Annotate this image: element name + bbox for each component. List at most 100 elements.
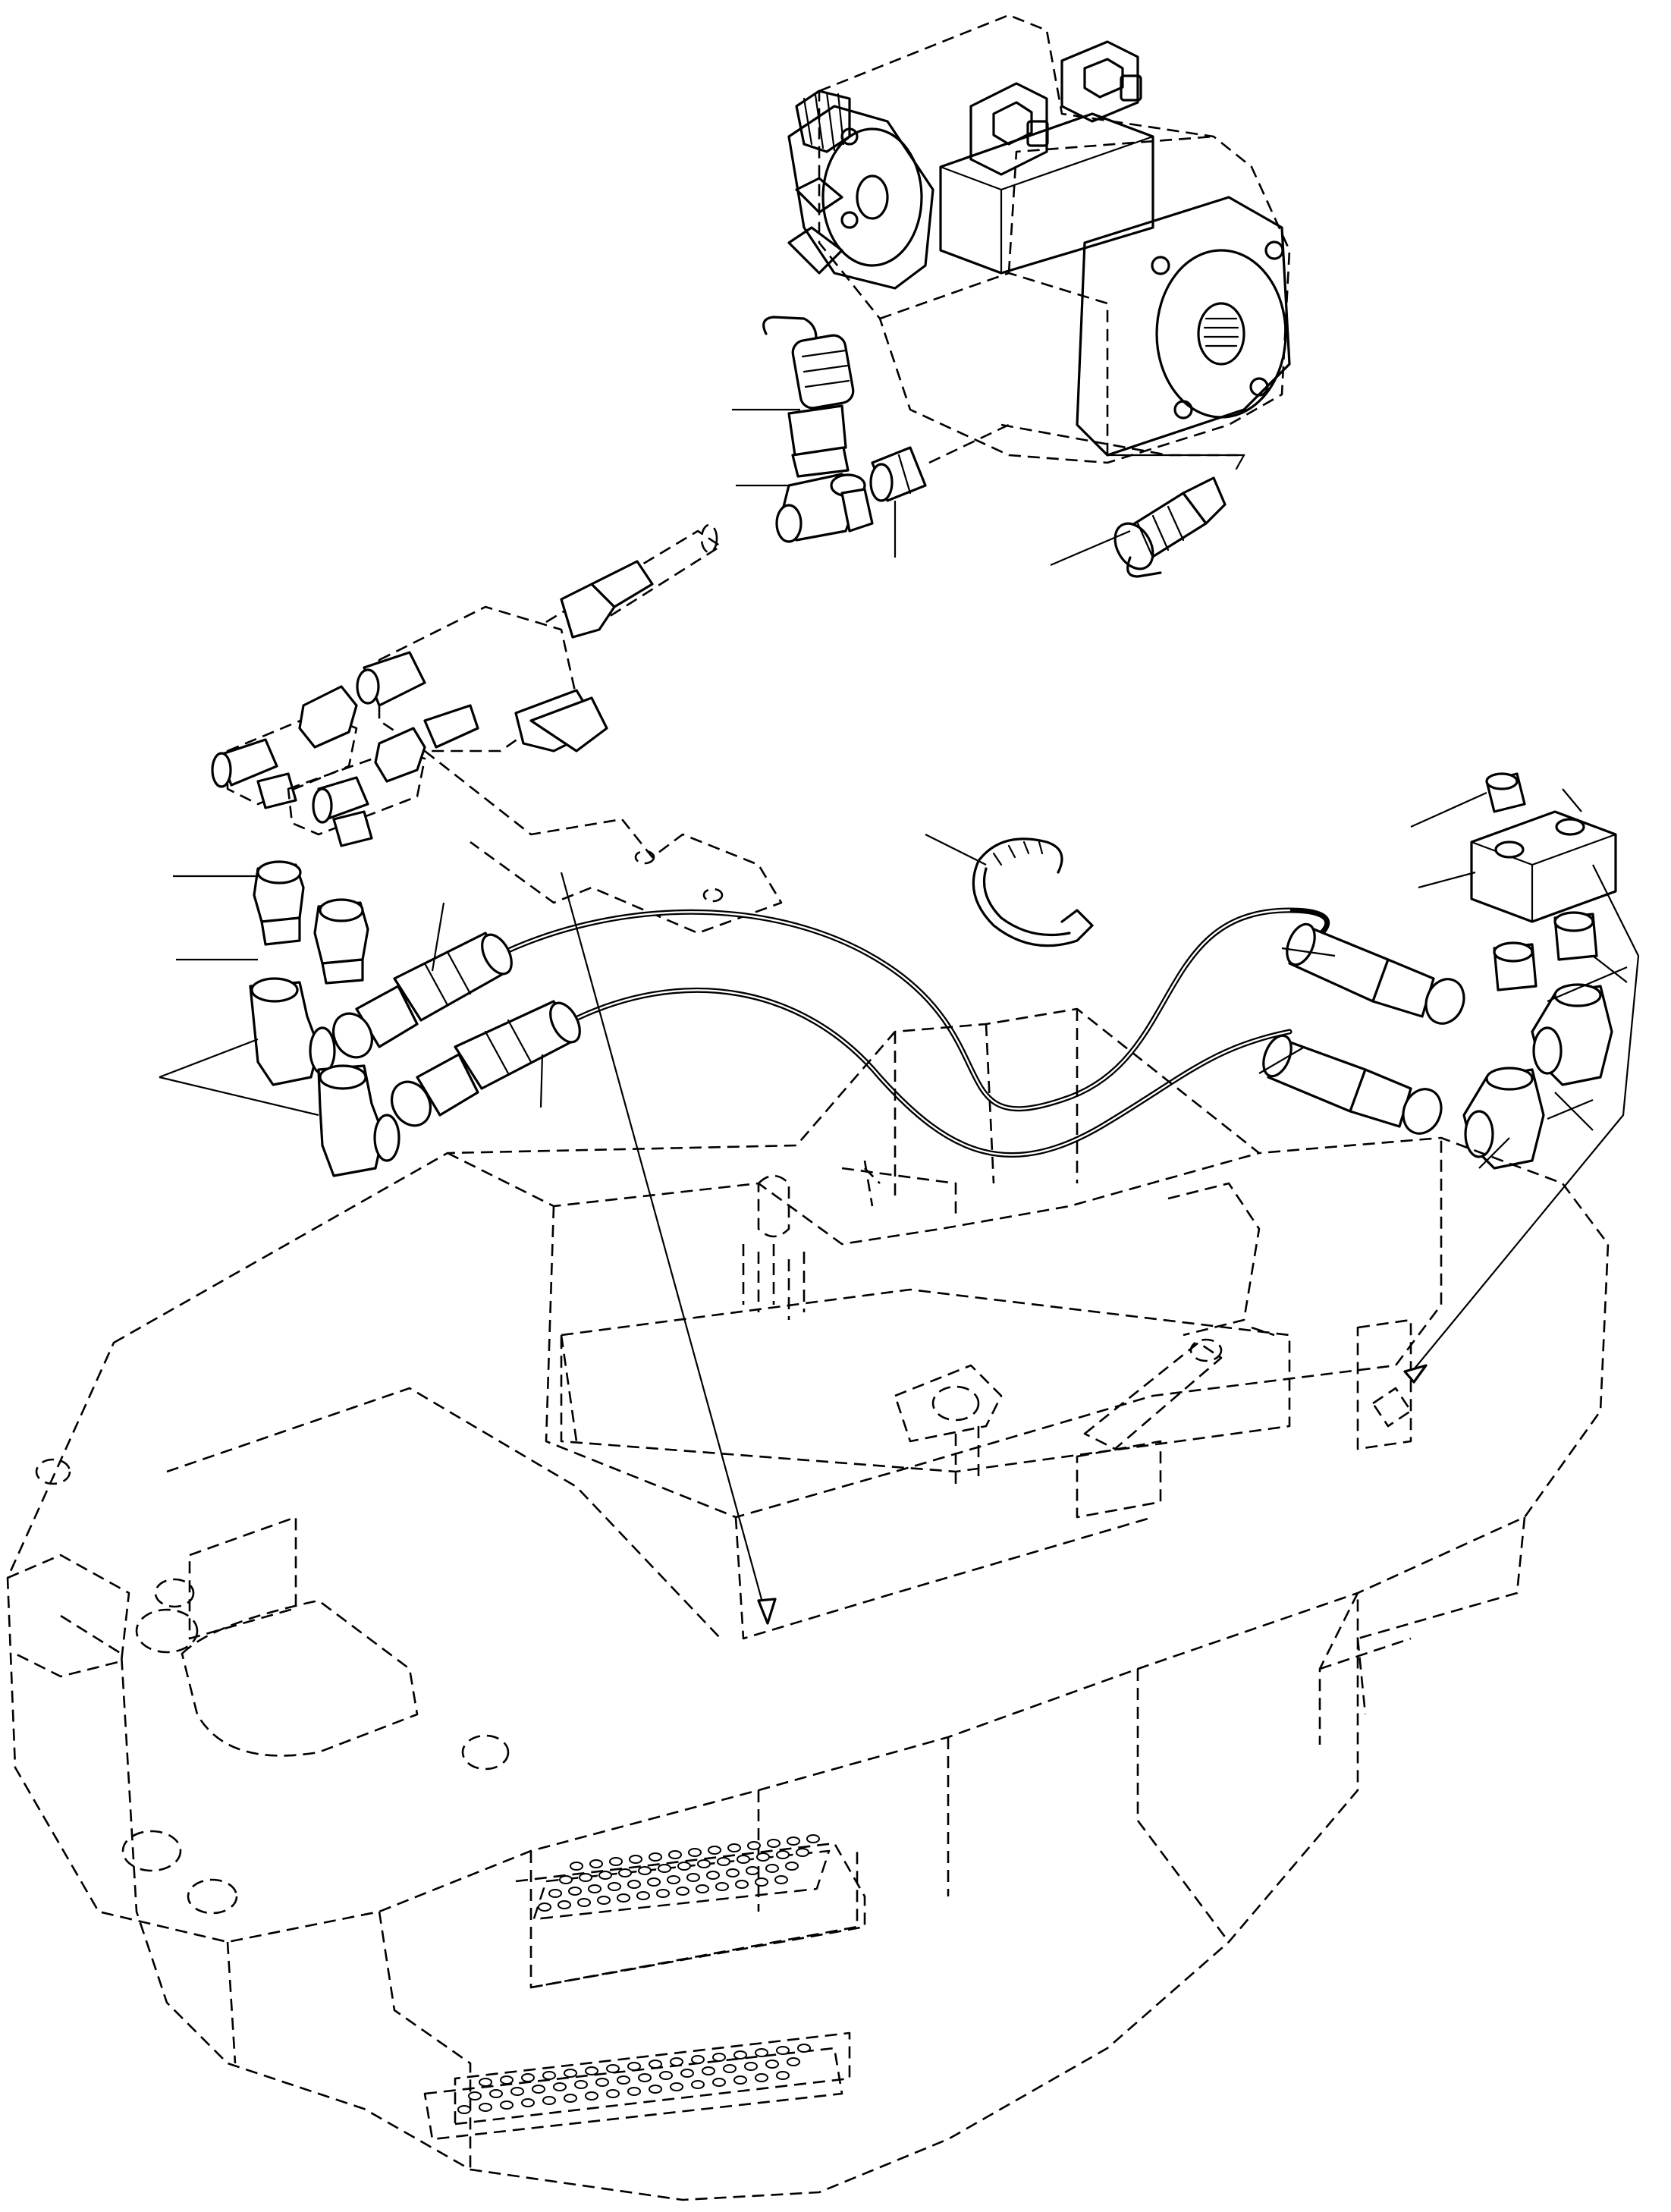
tread-dot [737,1855,750,1864]
tread-dot [500,2075,514,2085]
tread-dot [579,1873,592,1882]
tread-dot [717,1857,730,1866]
tread-dot [706,1871,720,1880]
tread-dot [691,2080,705,2089]
tread-dot [489,2089,503,2098]
tread-dot [727,1843,741,1852]
tread-dot [468,2091,482,2100]
tread-dot [785,1862,799,1871]
tread-dot [755,2073,768,2082]
tread-dot [479,2078,492,2087]
tread-dot [676,1887,689,1896]
tread-dot [658,1864,671,1873]
tread-dot [708,1846,721,1855]
tread-dot [570,1862,583,1871]
tread-dot [702,2066,715,2075]
tread-dot [538,1903,551,1912]
tread-dot [510,2087,524,2096]
tread-dot [726,1868,740,1877]
tread-dot [696,1884,709,1893]
tread-dot [677,1862,691,1871]
tread-dot [649,2060,662,2069]
tread-dot [542,2096,556,2105]
tread-dot [589,1859,603,1868]
tread-dot [627,2087,641,2096]
manifold-block [356,523,783,935]
tread-dot [521,2098,535,2107]
callout-leaders [159,408,1628,1169]
tread-dot [656,1889,670,1898]
tread-dot [553,2082,567,2091]
tread-dot [479,2103,492,2112]
tread-dot [691,2055,705,2064]
tread-dot [558,1900,571,1909]
tread-dot [568,1887,582,1896]
tread-dot [744,2062,758,2071]
tread-dot [686,1873,700,1882]
hose-clamp [972,837,1094,947]
test-coupling-left [762,316,855,478]
tread-dot [688,1848,702,1857]
tread-dot [776,2071,790,2080]
tread-dot [598,1871,612,1880]
tread-dot [542,2071,556,2080]
tread-dot [617,2075,630,2085]
tread-dot [787,2057,800,2066]
step-tread-lower [457,2044,811,2114]
machine-frame [6,1007,1610,2201]
tread-dot [755,2048,768,2057]
mounting-block-right [1462,772,1617,1170]
tread-dot [548,1889,562,1898]
tread-dot [577,1898,591,1907]
adapter-fitting [869,446,927,502]
tread-dot [659,2071,673,2080]
tread-dot [588,1884,601,1893]
tread-dot [767,1839,781,1848]
tread-dot [606,2089,620,2098]
tread-dot [647,1877,661,1887]
tread-dot [797,2044,811,2053]
tread-dot [733,2050,747,2060]
tread-dot [638,1866,652,1875]
tread-dot [667,1875,680,1884]
tee-fitting [775,473,874,543]
tread-dot [638,2073,652,2082]
tread-dot [680,2069,694,2078]
hose-ends-left [331,932,581,1127]
tread-dot [670,2057,683,2066]
tread-dot [585,2091,598,2100]
tread-dot [636,1891,650,1900]
tread-dot [649,2085,662,2094]
tread-dot [618,1868,632,1877]
tread-dot [532,2085,545,2094]
tread-dot [559,1875,573,1884]
tread-dot [765,2060,779,2069]
tread-dot [564,2069,577,2078]
tread-dot [606,2064,620,2073]
tread-dot [564,2094,577,2103]
tread-dot [627,2062,641,2071]
tread-dot [521,2073,535,2082]
tread-dot [574,2080,588,2089]
tread-dot [747,1841,761,1850]
hydraulic-pump-assembly [787,14,1291,470]
tread-dot [755,1877,768,1887]
tread-dot [617,1893,630,1903]
routing-arrows [560,864,1640,1625]
tread-dot [597,1896,611,1905]
tread-dot [712,2078,726,2087]
tread-dot [756,1852,770,1862]
hydraulic-hoses [494,907,1330,1158]
tread-dot [715,1882,729,1891]
tread-dot [668,1850,682,1859]
tread-dot [629,1855,642,1864]
tread-dot [457,2105,471,2114]
tread-dot [609,1857,623,1866]
tread-dot [746,1866,759,1875]
tread-dot [649,1852,662,1862]
hose-ends-right [1262,922,1465,1135]
tread-dot [806,1834,820,1843]
adapters-left-column [249,860,400,1177]
tread-dot [670,2082,683,2091]
tread-dot [712,2053,726,2062]
